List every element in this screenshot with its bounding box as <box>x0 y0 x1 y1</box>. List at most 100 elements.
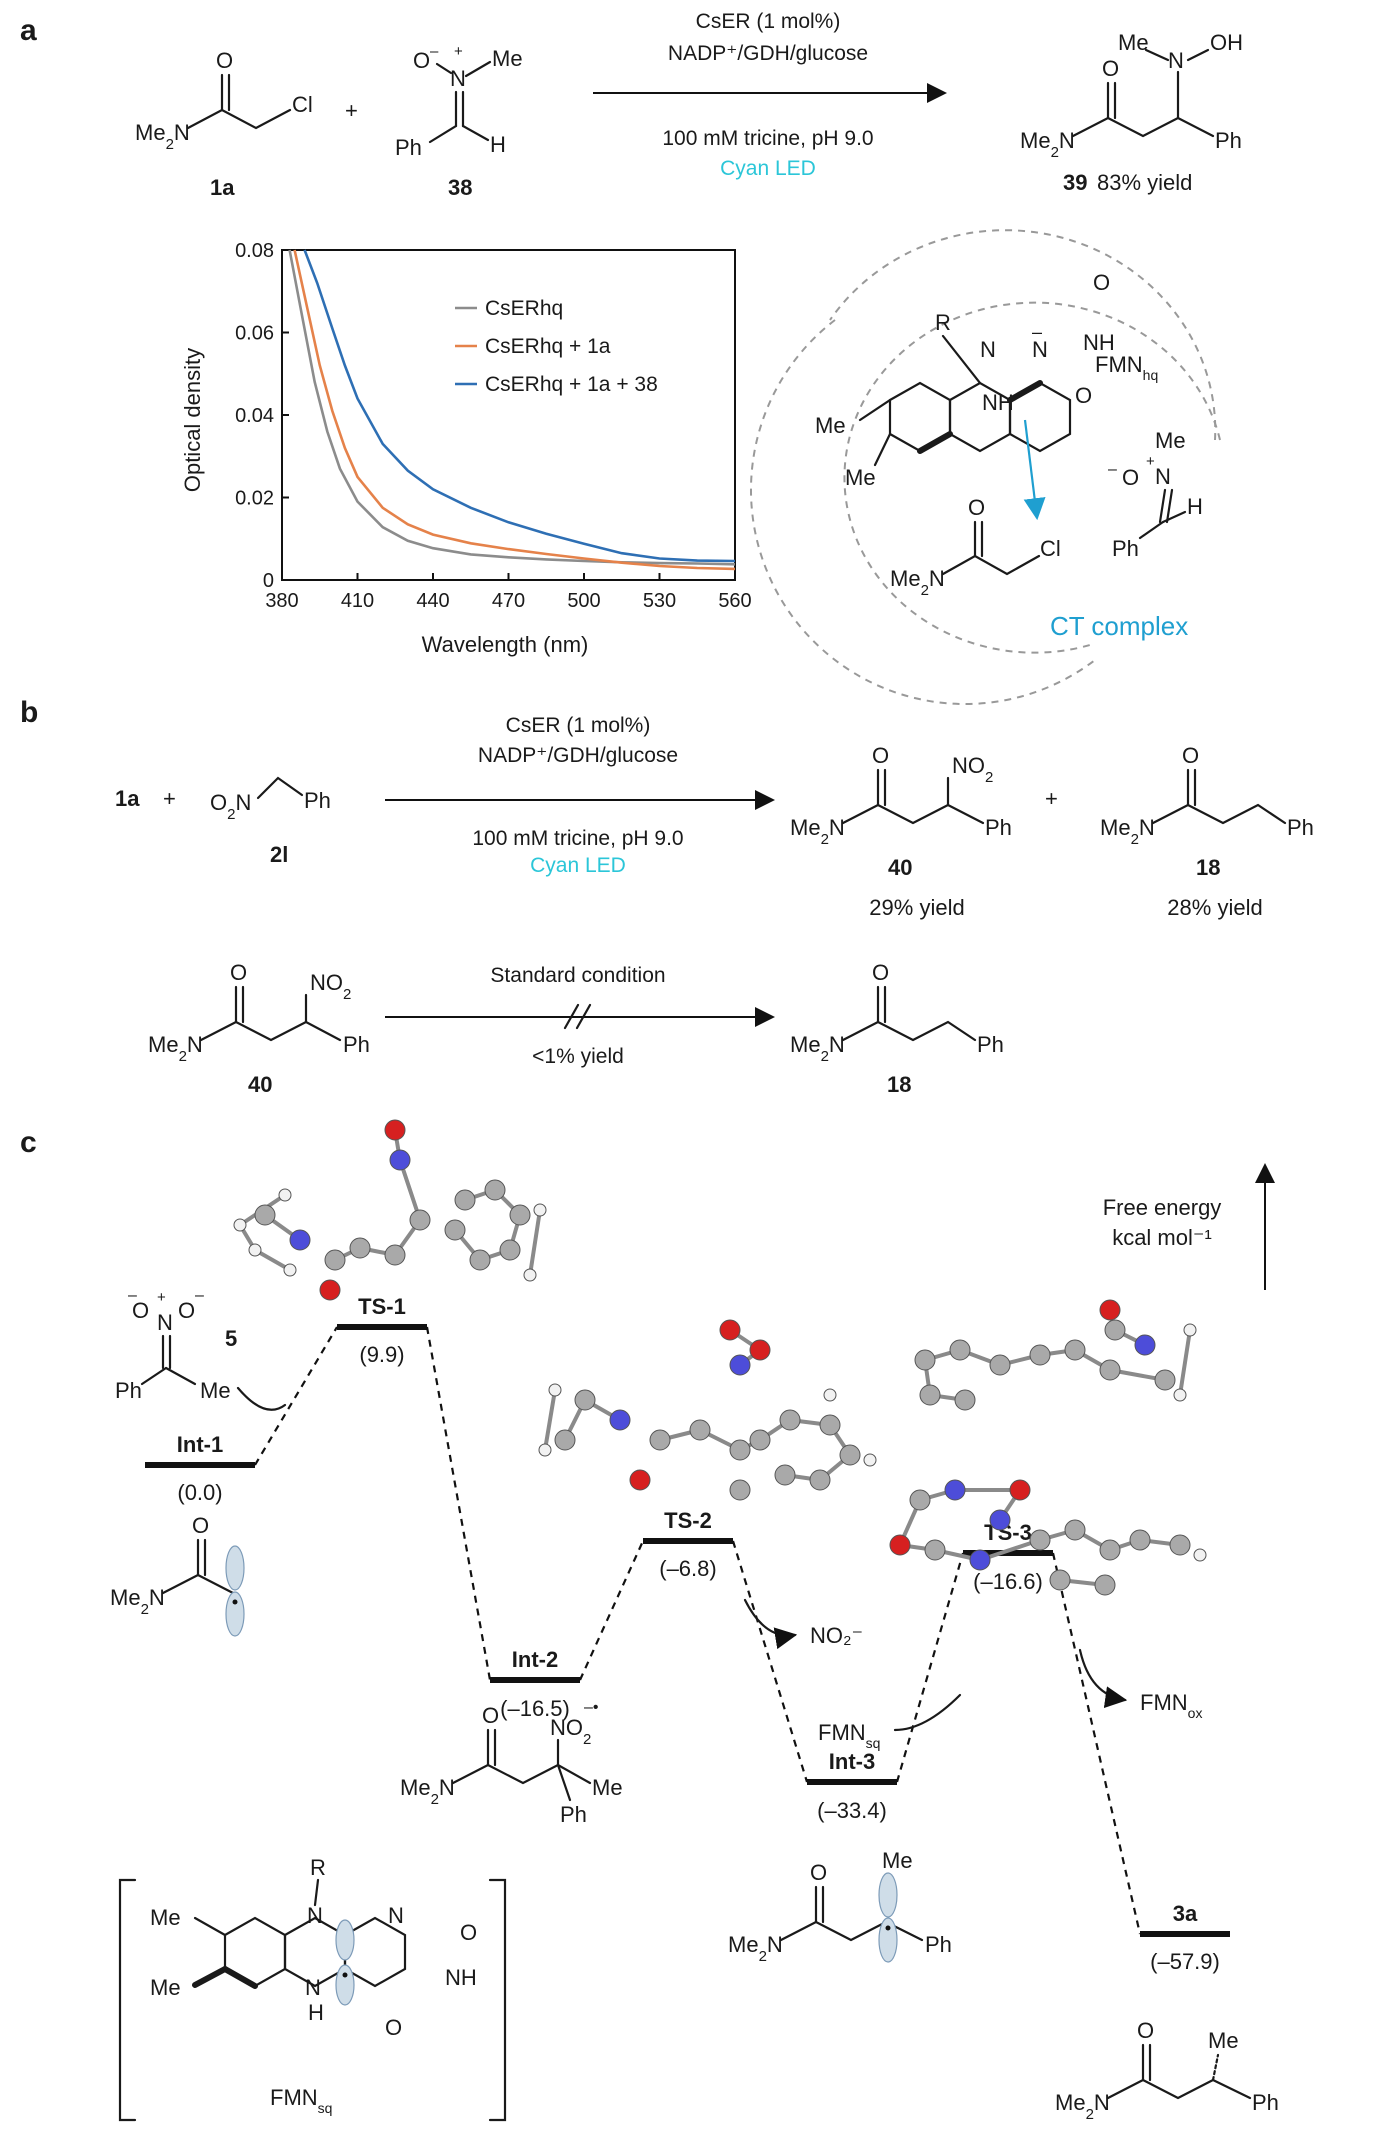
model-atom <box>729 1479 751 1501</box>
fmnhq-label: FMNhq <box>1095 352 1158 383</box>
svg-text:Me2N: Me2N <box>1055 2090 1110 2123</box>
model-atom <box>949 1339 971 1361</box>
svg-text:Ph: Ph <box>1287 815 1314 840</box>
model-atom <box>649 1429 671 1451</box>
x-tick-label: 470 <box>492 590 525 612</box>
structure-40-sm: Me2N O NO2 Ph <box>148 960 370 1065</box>
model-atom <box>523 1268 537 1282</box>
energy-profile <box>145 1324 1230 1937</box>
y-tick-label: 0.02 <box>235 488 274 510</box>
model-atom <box>779 1409 801 1431</box>
model-atom <box>823 1388 837 1402</box>
model-atom <box>1099 1359 1121 1381</box>
level-ts2-name: TS-2 <box>664 1508 712 1533</box>
svg-text:–: – <box>430 43 439 60</box>
svg-text:O: O <box>872 743 889 768</box>
plus-sign: + <box>345 98 358 123</box>
svg-text:Me: Me <box>882 1848 913 1873</box>
energy-axis-unit: kcal mol⁻¹ <box>1112 1225 1212 1250</box>
model-bond <box>398 1159 422 1221</box>
condition-b-buffer: 100 mM tricine, pH 9.0 <box>472 827 683 850</box>
ball-and-stick-models <box>233 1119 1207 1596</box>
svg-text:Me: Me <box>815 413 846 438</box>
svg-text:N: N <box>1168 48 1184 73</box>
chart-x-label: Wavelength (nm) <box>422 632 589 657</box>
x-tick-label: 530 <box>643 590 676 612</box>
svg-text:O: O <box>413 48 430 73</box>
svg-text:Me2N: Me2N <box>400 1775 455 1808</box>
condition-light: Cyan LED <box>720 157 816 180</box>
level-ts3-energy: (–16.6) <box>973 1569 1043 1594</box>
svg-text:Me2N: Me2N <box>1020 128 1075 161</box>
plus-b1: + <box>163 786 176 811</box>
standard-condition: Standard condition <box>490 964 665 987</box>
svg-text:–: – <box>195 1287 204 1304</box>
structure-1a: Me2N O Cl <box>135 48 313 153</box>
no2-leaving: NO₂⁻ <box>810 1623 863 1648</box>
model-atom <box>1064 1519 1086 1541</box>
svg-text:Me: Me <box>845 465 876 490</box>
svg-text:O: O <box>230 960 247 985</box>
structure-39: Me2N O N Me OH Ph <box>1020 30 1243 161</box>
energy-axis-label: Free energy <box>1103 1195 1222 1220</box>
svg-text:Ph: Ph <box>395 135 422 160</box>
svg-text:NH: NH <box>445 1965 477 1990</box>
panel-label-b: b <box>20 696 38 729</box>
label-1a-b: 1a <box>115 786 140 811</box>
svg-text:O: O <box>1102 56 1119 81</box>
model-bond <box>254 1248 291 1272</box>
model-atom <box>283 1263 297 1277</box>
x-tick-label: 500 <box>567 590 600 612</box>
svg-text:Me2N: Me2N <box>135 120 190 153</box>
svg-text:O: O <box>1093 270 1110 295</box>
svg-text:Ph: Ph <box>977 1032 1004 1057</box>
model-atom <box>454 1189 476 1211</box>
fmnox-out-label: FMNox <box>1140 1690 1202 1721</box>
model-atom <box>554 1429 576 1451</box>
condition-cofactor: NADP⁺/GDH/glucose <box>668 42 868 65</box>
svg-text:Me2N: Me2N <box>110 1585 165 1618</box>
model-atom <box>944 1479 966 1501</box>
model-atom <box>989 1509 1011 1531</box>
svg-text:N: N <box>1155 464 1171 489</box>
label-5: 5 <box>225 1326 237 1351</box>
svg-text:–: – <box>128 1287 137 1304</box>
svg-text:Ph: Ph <box>304 788 331 813</box>
model-atom <box>1129 1529 1151 1551</box>
ct-complex-label: CT complex <box>1050 611 1188 641</box>
svg-text:NO2: NO2 <box>952 753 993 786</box>
svg-text:Ph: Ph <box>925 1932 952 1957</box>
structure-2l: O2N Ph <box>210 776 331 823</box>
model-atom <box>538 1443 552 1457</box>
condition-b-light: Cyan LED <box>530 854 626 877</box>
svg-text:Me2N: Me2N <box>790 1032 845 1065</box>
series-line-2 <box>293 249 736 571</box>
level-ts2-energy: (–6.8) <box>659 1556 716 1581</box>
svg-text:O: O <box>1182 743 1199 768</box>
svg-text:Ph: Ph <box>343 1032 370 1057</box>
model-atom <box>1099 1299 1121 1321</box>
level-int1-name: Int-1 <box>177 1432 223 1457</box>
level-ts1-energy: (9.9) <box>359 1342 404 1367</box>
model-atom <box>819 1414 841 1436</box>
model-bond <box>979 1538 1041 1562</box>
label-1a: 1a <box>210 175 235 200</box>
legend-label-2: CsERhq + 1a <box>485 335 611 358</box>
svg-text:Me: Me <box>1118 30 1149 55</box>
level-int1-energy: (0.0) <box>177 1480 222 1505</box>
svg-text:NH: NH <box>1083 330 1115 355</box>
level-ts1-name: TS-1 <box>358 1294 406 1319</box>
model-atom <box>1134 1334 1156 1356</box>
model-atom <box>919 1384 941 1406</box>
svg-text:R: R <box>935 310 951 335</box>
model-atom <box>729 1439 751 1461</box>
model-atom <box>924 1539 946 1561</box>
model-atom <box>499 1239 521 1261</box>
model-atom <box>863 1453 877 1467</box>
model-atom <box>689 1419 711 1441</box>
svg-text:R: R <box>310 1855 326 1880</box>
condition-b-cofactor: NADP⁺/GDH/glucose <box>478 744 678 767</box>
model-atom <box>409 1209 431 1231</box>
